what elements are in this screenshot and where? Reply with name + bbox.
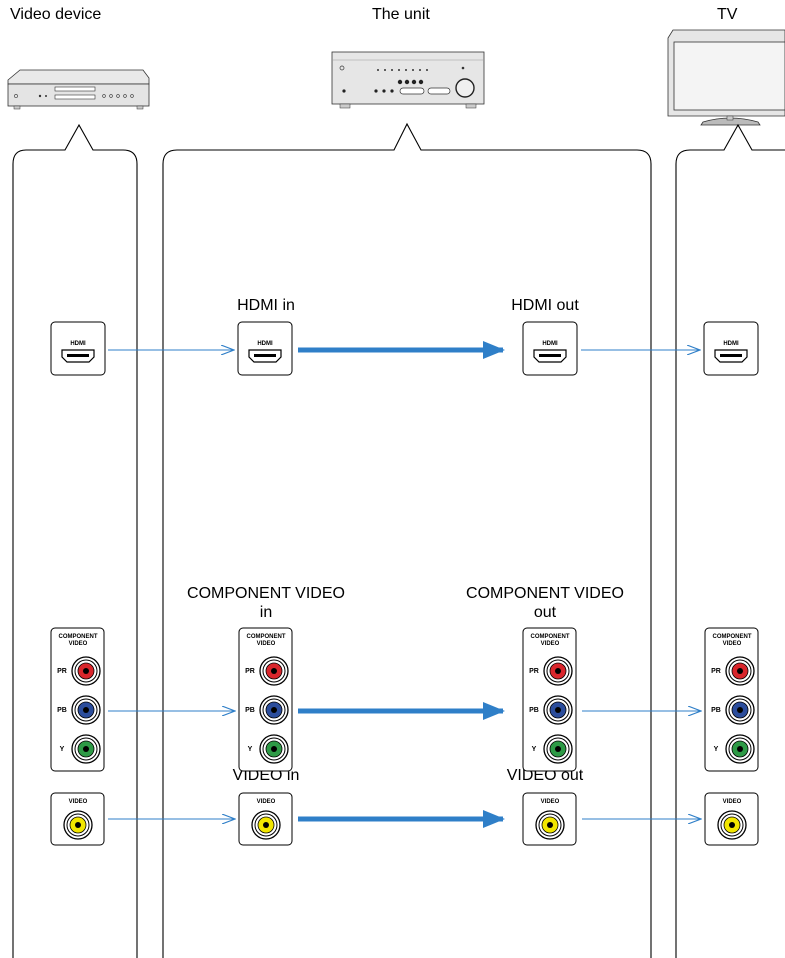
svg-text:VIDEO: VIDEO <box>723 799 742 805</box>
video-out-jack: VIDEO <box>522 792 577 846</box>
svg-text:VIDEO: VIDEO <box>723 641 742 647</box>
svg-text:PR: PR <box>57 668 67 675</box>
svg-text:PB: PB <box>529 707 539 714</box>
hdmi-jack-tv: HDMI <box>703 321 759 376</box>
svg-text:HDMI: HDMI <box>723 341 739 347</box>
video-device-title: Video device <box>10 6 102 23</box>
component-out-label-line1: COMPONENT VIDEO <box>466 585 624 602</box>
svg-text:PB: PB <box>711 707 721 714</box>
svg-text:VIDEO: VIDEO <box>257 641 276 647</box>
video-jack-video-device: VIDEO <box>50 792 105 846</box>
svg-text:COMPONENT: COMPONENT <box>247 634 286 640</box>
hdmi-in-label: HDMI in <box>237 297 295 314</box>
hdmi-jack-video-device: HDMI <box>50 321 106 376</box>
svg-text:COMPONENT: COMPONENT <box>713 634 752 640</box>
component-jacks-video-device: COMPONENT VIDEO PR PB Y <box>50 627 105 772</box>
component-out-label-line2: out <box>533 604 557 621</box>
svg-text:PR: PR <box>245 668 255 675</box>
svg-text:VIDEO: VIDEO <box>541 641 560 647</box>
svg-text:HDMI: HDMI <box>542 341 558 347</box>
component-in-jacks: COMPONENT VIDEO PR PB Y <box>238 627 293 772</box>
svg-text:VIDEO: VIDEO <box>257 799 276 805</box>
svg-text:VIDEO: VIDEO <box>69 641 88 647</box>
svg-text:VIDEO: VIDEO <box>541 799 560 805</box>
svg-text:PB: PB <box>57 707 67 714</box>
tv-frame <box>675 123 785 958</box>
television-icon <box>667 29 785 126</box>
component-in-label-line2: in <box>259 604 273 621</box>
svg-text:PB: PB <box>245 707 255 714</box>
component-jacks-tv: COMPONENT VIDEO PR PB Y <box>704 627 759 772</box>
the-unit-title: The unit <box>372 6 430 23</box>
svg-text:COMPONENT: COMPONENT <box>531 634 570 640</box>
svg-text:HDMI: HDMI <box>257 341 273 347</box>
svg-text:Y: Y <box>248 746 253 753</box>
svg-text:HDMI: HDMI <box>70 341 86 347</box>
svg-text:Y: Y <box>532 746 537 753</box>
hdmi-out-label: HDMI out <box>511 297 579 314</box>
svg-text:Y: Y <box>714 746 719 753</box>
svg-text:PR: PR <box>711 668 721 675</box>
hdmi-out-jack: HDMI <box>522 321 578 376</box>
av-receiver-icon <box>331 51 485 109</box>
hdmi-in-jack: HDMI <box>237 321 293 376</box>
component-out-jacks: COMPONENT VIDEO PR PB Y <box>522 627 577 772</box>
video-in-jack: VIDEO <box>238 792 293 846</box>
unit-frame <box>162 122 652 958</box>
svg-text:PR: PR <box>529 668 539 675</box>
video-device-frame <box>12 123 138 958</box>
dvd-player-icon <box>7 69 150 110</box>
video-jack-tv: VIDEO <box>704 792 759 846</box>
svg-text:COMPONENT: COMPONENT <box>59 634 98 640</box>
component-in-label-line1: COMPONENT VIDEO <box>187 585 345 602</box>
svg-text:VIDEO: VIDEO <box>69 799 88 805</box>
tv-title: TV <box>717 6 738 23</box>
svg-text:Y: Y <box>60 746 65 753</box>
